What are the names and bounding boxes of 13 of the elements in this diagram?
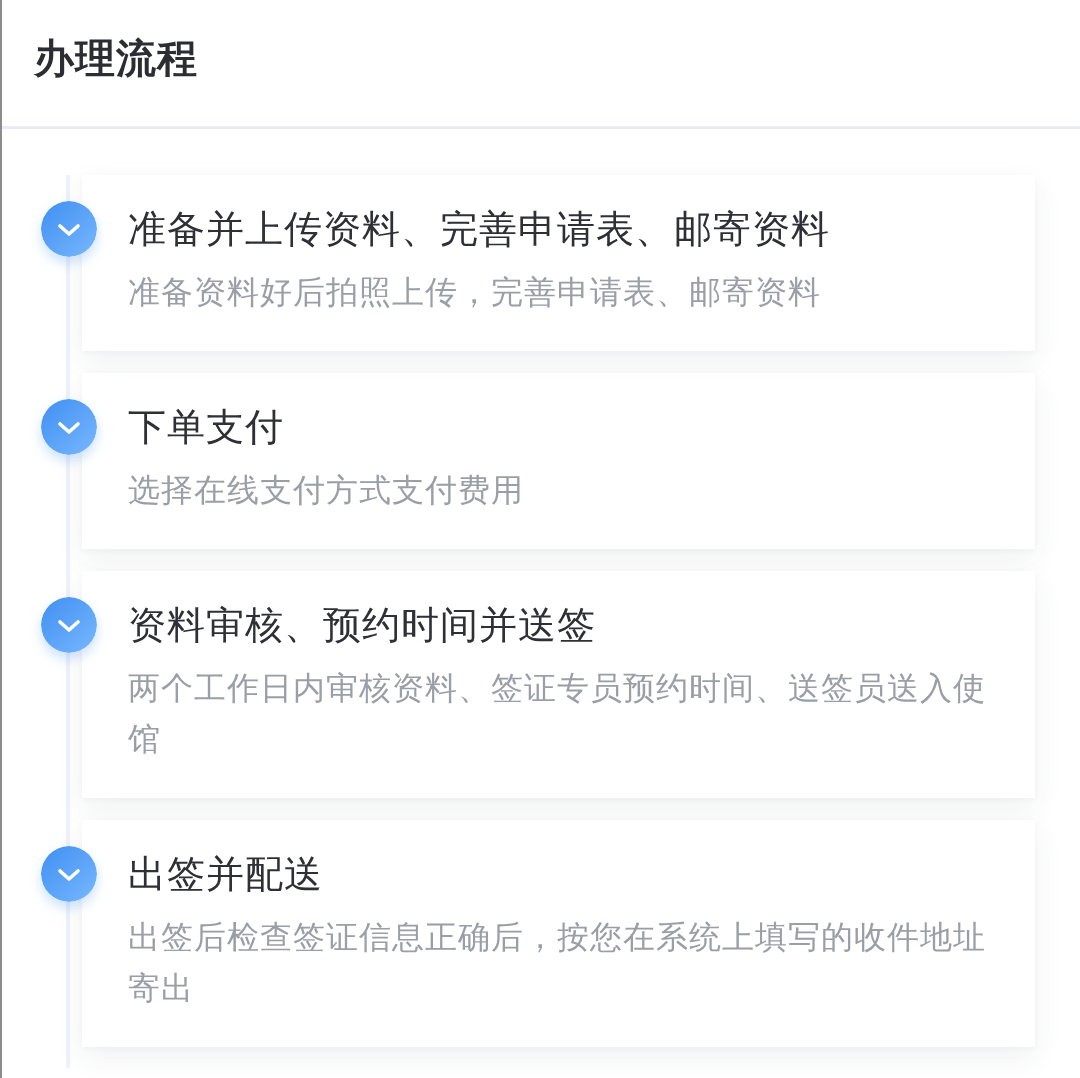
page-title: 办理流程: [34, 34, 198, 83]
step-title: 资料审核、预约时间并送签: [128, 602, 596, 649]
step-description: 准备资料好后拍照上传，完善申请表、邮寄资料: [128, 272, 821, 313]
step-title: 出签并配送: [128, 851, 323, 898]
step-card: [82, 373, 1035, 549]
step-card: [82, 571, 1035, 798]
step-title: 下单支付: [128, 404, 284, 451]
step-title: 准备并上传资料、完善申请表、邮寄资料: [128, 206, 830, 253]
step-description: 选择在线支付方式支付费用: [128, 470, 524, 511]
step-card: [82, 820, 1035, 1047]
step-description: 出签后检查签证信息正确后，按您在系统上填写的收件地址寄出: [128, 917, 987, 1009]
step-description: 两个工作日内审核资料、签证专员预约时间、送签员送入使馆: [128, 668, 987, 760]
step-card: [82, 175, 1035, 351]
